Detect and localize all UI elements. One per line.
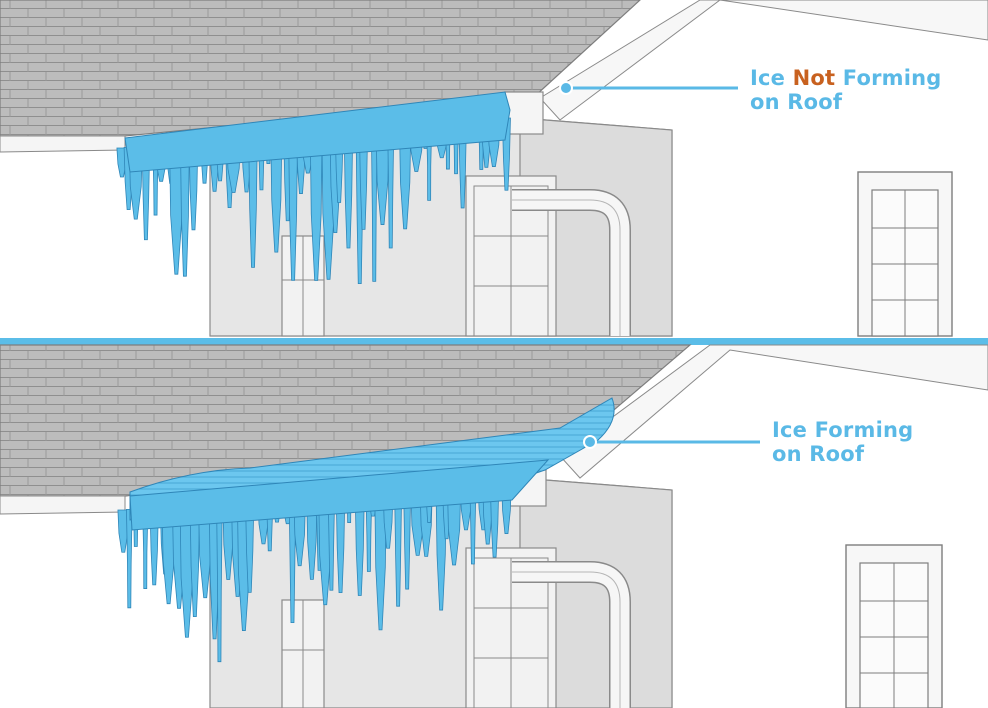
icicles <box>116 117 511 284</box>
callout-word: Forming <box>842 66 942 90</box>
panel-divider <box>0 338 988 345</box>
callout-line-2: on Roof <box>772 442 865 466</box>
callout-ice-forming: Ice Forming on Roof <box>772 418 913 466</box>
top-panel <box>0 0 988 337</box>
callout-ice-not-forming: Ice Not Forming on Roof <box>750 66 942 114</box>
gutter-ice <box>124 91 511 173</box>
callout-dot <box>583 435 597 449</box>
callout-word: Ice <box>750 66 786 90</box>
window <box>281 599 325 708</box>
callout-line-2: on Roof <box>750 90 843 114</box>
bottom-panel <box>0 344 988 708</box>
gable-trim <box>559 344 988 479</box>
gable-trim <box>539 0 988 121</box>
icicle <box>216 502 223 663</box>
callout-line-1: Ice Not Forming <box>750 66 942 90</box>
callout-line-1: Ice Forming <box>772 418 914 442</box>
door-window <box>857 171 953 337</box>
fascia-board <box>0 135 126 153</box>
fascia-board <box>0 495 126 515</box>
gutter-end <box>504 91 544 135</box>
callout-dot <box>559 81 573 95</box>
callout-accent-word: Not <box>792 66 836 90</box>
door-window <box>845 544 943 708</box>
gutter-ice <box>129 459 550 531</box>
